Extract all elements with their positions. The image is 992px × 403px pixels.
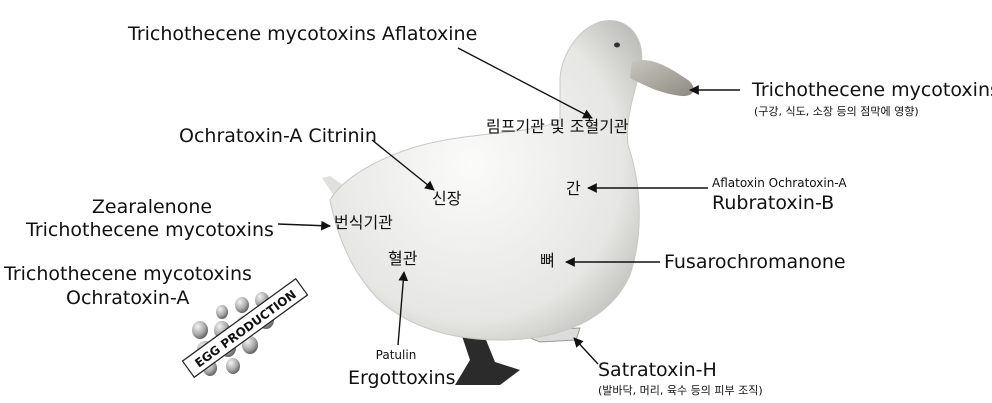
- label-zearalenone: Zearalenone: [26, 197, 278, 219]
- label-zearalenone-trichothecene: Trichothecene mycotoxins: [26, 220, 274, 242]
- label-ochratoxin-citrinin: Ochratoxin-A Citrinin: [179, 126, 377, 148]
- organ-bone: 뼈: [540, 252, 555, 270]
- label-egg-ochratoxin: Ochratoxin-A: [66, 288, 189, 310]
- organ-liver: 간: [566, 180, 581, 198]
- label-egg-trichothecene: Trichothecene mycotoxins: [4, 264, 252, 286]
- organ-lymphoid-hematopoietic: 림프기관 및 조혈기관: [486, 118, 629, 136]
- organ-blood-vessel: 혈관: [388, 250, 417, 268]
- duck-illustration: [322, 21, 694, 385]
- label-satratoxin-effect: (발바닥, 머리, 육수 등의 피부 조직): [598, 385, 763, 398]
- label-fusarochromanone: Fusarochromanone: [664, 252, 846, 274]
- organ-reproductive: 번식기관: [334, 214, 393, 232]
- duck-eye: [614, 43, 620, 48]
- label-ergottoxins: Ergottoxins: [348, 368, 456, 390]
- duck-body: [330, 21, 642, 340]
- label-satratoxin: Satratoxin-H: [598, 360, 717, 382]
- label-liver-toxins: Aflatoxin Ochratoxin-A: [712, 177, 847, 191]
- arrow-satratoxin: [574, 338, 598, 364]
- arrow-zearalenone: [278, 224, 330, 226]
- label-beak-effect: (구강, 식도, 소장 등의 점막에 영향): [754, 106, 919, 119]
- label-top-toxins: Trichothecene mycotoxins Aflatoxine: [128, 24, 477, 46]
- duck-beak: [630, 60, 694, 96]
- organ-kidney: 신장: [432, 190, 461, 208]
- label-patulin: Patulin: [366, 349, 426, 363]
- label-rubratoxin: Rubratoxin-B: [712, 193, 834, 215]
- label-beak-toxins: Trichothecene mycotoxins: [752, 80, 992, 102]
